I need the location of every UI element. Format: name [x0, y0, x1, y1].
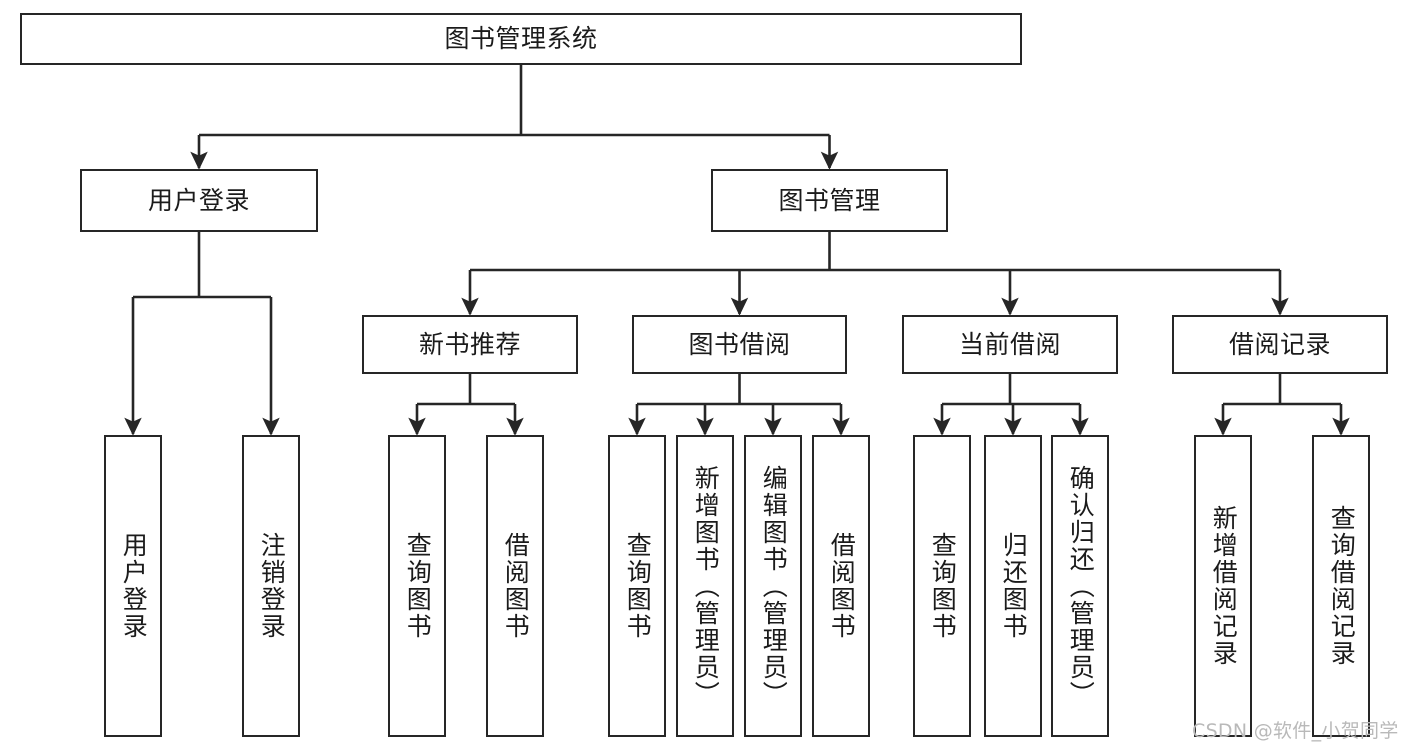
node-leaf-query-book-3[interactable]: 查询图书 — [913, 435, 971, 737]
node-leaf-edit-book[interactable]: 编辑图书（管理员） — [744, 435, 802, 737]
node-leaf-add-record[interactable]: 新增借阅记录 — [1194, 435, 1252, 737]
node-current-borrow[interactable]: 当前借阅 — [902, 315, 1118, 374]
node-label: 查询图书 — [928, 532, 958, 640]
node-label: 图书借阅 — [688, 329, 791, 359]
node-label: 借阅记录 — [1228, 329, 1331, 359]
node-label: 查询借阅记录 — [1327, 505, 1357, 667]
node-leaf-user-login[interactable]: 用户登录 — [104, 435, 162, 737]
node-label: 借阅图书 — [827, 532, 857, 640]
node-book-borrow[interactable]: 图书借阅 — [632, 315, 847, 374]
node-leaf-query-record[interactable]: 查询借阅记录 — [1312, 435, 1370, 737]
node-label: 编辑图书（管理员） — [759, 464, 789, 708]
node-label: 新增图书（管理员） — [691, 464, 721, 708]
node-root[interactable]: 图书管理系统 — [20, 13, 1022, 65]
node-label: 新增借阅记录 — [1209, 505, 1239, 667]
node-label: 新书推荐 — [418, 329, 521, 359]
node-leaf-add-book[interactable]: 新增图书（管理员） — [676, 435, 734, 737]
node-user-login[interactable]: 用户登录 — [80, 169, 318, 232]
node-label: 注销登录 — [257, 532, 287, 640]
node-borrow-record[interactable]: 借阅记录 — [1172, 315, 1388, 374]
watermark: CSDN @软件_小贺同学 — [1192, 720, 1399, 742]
node-label: 用户登录 — [147, 185, 250, 215]
node-leaf-borrow-book-2[interactable]: 借阅图书 — [812, 435, 870, 737]
node-leaf-query-book-2[interactable]: 查询图书 — [608, 435, 666, 737]
node-label: 当前借阅 — [958, 329, 1061, 359]
node-label: 归还图书 — [999, 532, 1029, 640]
node-new-book-rec[interactable]: 新书推荐 — [362, 315, 578, 374]
node-label: 图书管理系统 — [444, 24, 598, 54]
node-label: 确认归还（管理员） — [1066, 464, 1096, 708]
node-book-manage[interactable]: 图书管理 — [711, 169, 948, 232]
node-leaf-query-book-1[interactable]: 查询图书 — [388, 435, 446, 737]
node-leaf-logout[interactable]: 注销登录 — [242, 435, 300, 737]
node-label: 查询图书 — [623, 532, 653, 640]
node-leaf-confirm-return[interactable]: 确认归还（管理员） — [1051, 435, 1109, 737]
node-label: 查询图书 — [403, 532, 433, 640]
node-leaf-borrow-book-1[interactable]: 借阅图书 — [486, 435, 544, 737]
node-label: 图书管理 — [778, 185, 881, 215]
node-label: 借阅图书 — [501, 532, 531, 640]
node-leaf-return-book[interactable]: 归还图书 — [984, 435, 1042, 737]
node-label: 用户登录 — [119, 532, 149, 640]
